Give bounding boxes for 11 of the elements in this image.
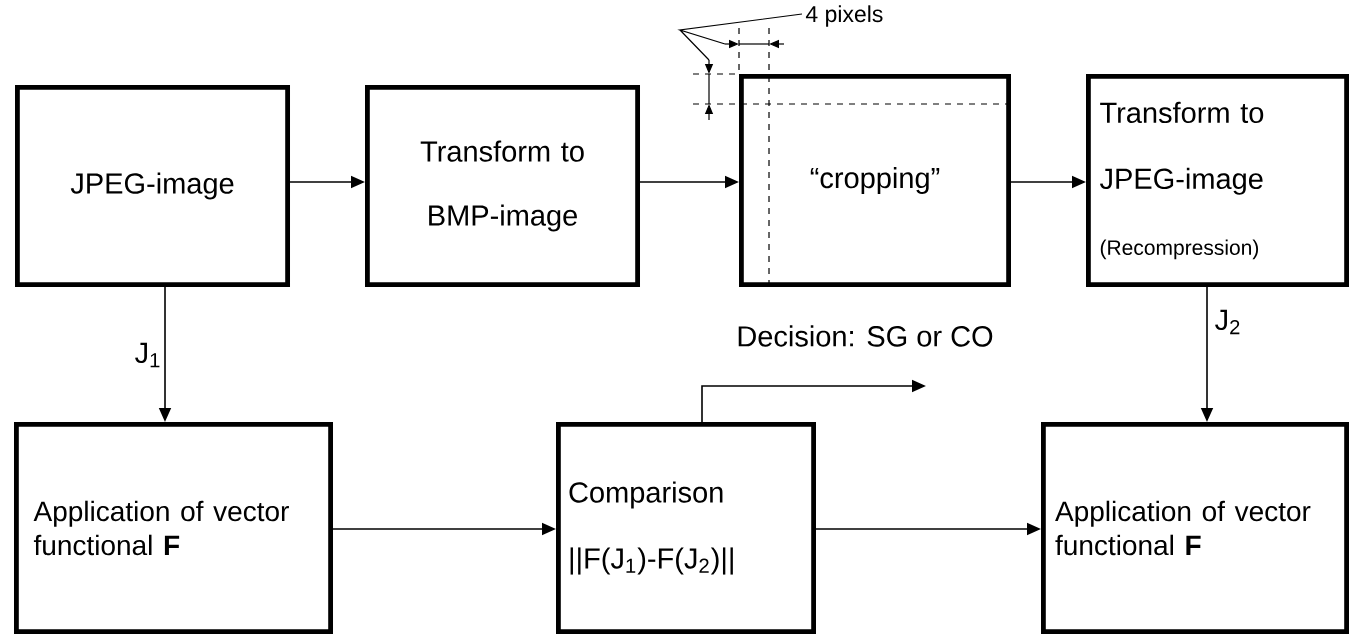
process-box: Application of vector functional F bbox=[1041, 422, 1349, 634]
edge-label: J$_{1}$ bbox=[132, 340, 164, 370]
dimension-label: 4 pixels bbox=[805, 5, 883, 27]
process-box: Transform to BMP-image bbox=[365, 85, 640, 287]
process-box: Transform to JPEG-image (Recompression) bbox=[1086, 74, 1349, 287]
process-box: Application of vector functional F bbox=[14, 422, 333, 634]
process-box: “cropping” bbox=[739, 74, 1011, 287]
process-box: Comparison ||F(J$_{1}$)-F(J$_{2}$)|| bbox=[556, 422, 816, 634]
edge-label: Decision: SG or CO bbox=[734, 323, 996, 349]
process-box: JPEG-image bbox=[15, 85, 290, 287]
edge-label: J$_{2}$ bbox=[1212, 307, 1244, 337]
